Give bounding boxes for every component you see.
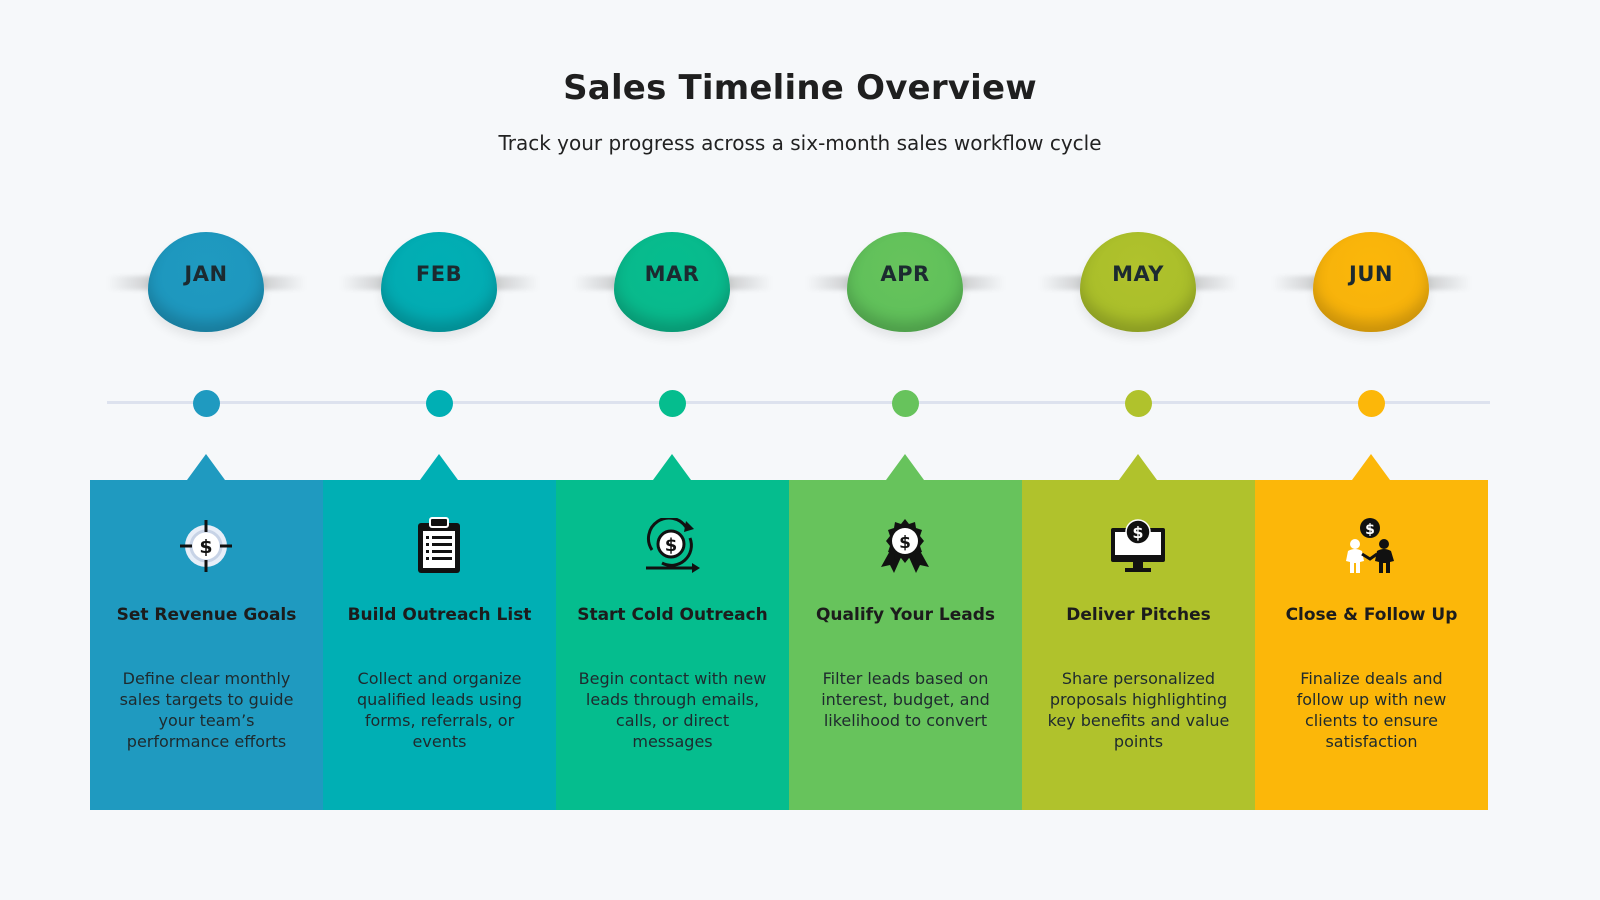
month-label: FEB xyxy=(415,262,463,286)
stage-may: MAY $ Deliver Pitches Share personalized… xyxy=(1022,0,1255,900)
timeline-dot xyxy=(892,390,919,417)
stage-jan: JAN $ Set Revenue Goals Define clear mon… xyxy=(90,0,323,900)
card-pointer xyxy=(653,454,691,480)
stage-heading: Start Cold Outreach xyxy=(577,605,768,625)
page-subtitle: Track your progress across a six-month s… xyxy=(498,131,1102,155)
month-label: APR xyxy=(880,262,930,286)
stage-description: Share personalized proposals highlightin… xyxy=(1047,669,1230,751)
month-label: MAR xyxy=(644,262,700,286)
month-badge: MAY xyxy=(1080,232,1196,332)
month-badge: MAR xyxy=(614,232,730,332)
stage-description: Begin contact with new leads through ema… xyxy=(578,669,767,751)
timeline-dot xyxy=(426,390,453,417)
svg-text:$: $ xyxy=(1365,522,1375,538)
svg-text:$: $ xyxy=(665,535,678,556)
stage-description: Define clear monthly sales targets to gu… xyxy=(119,669,294,751)
month-badge: APR xyxy=(847,232,963,332)
card-pointer xyxy=(420,454,458,480)
clipboard-list-icon xyxy=(409,516,469,576)
month-badge: JAN xyxy=(148,232,264,332)
stage-jun: JUN $ Close & Follow Up Finalize deals a… xyxy=(1255,0,1488,900)
stage-description: Finalize deals and follow up with new cl… xyxy=(1296,669,1447,751)
timeline-dot xyxy=(1358,390,1385,417)
stage-feb: FEB Build Outreach List Collect and orga… xyxy=(323,0,556,900)
timeline-line xyxy=(107,401,1490,404)
stage-card: $ Close & Follow Up Finalize deals and f… xyxy=(1255,480,1488,810)
stage-heading: Qualify Your Leads xyxy=(815,605,996,625)
svg-text:$: $ xyxy=(899,533,911,553)
svg-text:$: $ xyxy=(1132,523,1143,542)
dollar-cycle-icon: $ xyxy=(642,516,702,576)
timeline-dot xyxy=(193,390,220,417)
target-dollar-icon: $ xyxy=(176,516,236,576)
stage-card: Build Outreach List Collect and organize… xyxy=(323,480,556,810)
stage-heading: Deliver Pitches xyxy=(1066,605,1211,625)
month-badge: FEB xyxy=(381,232,497,332)
stage-card: $ Set Revenue Goals Define clear monthly… xyxy=(90,480,323,810)
stage-mar: MAR $ Start Cold Outreach Begin contact … xyxy=(556,0,789,900)
stage-heading: Close & Follow Up xyxy=(1285,605,1458,625)
month-label: JUN xyxy=(1349,262,1393,286)
monitor-dollar-icon: $ xyxy=(1108,516,1168,576)
stage-card: $ Start Cold Outreach Begin contact with… xyxy=(556,480,789,810)
svg-text:$: $ xyxy=(199,536,212,558)
month-badge: JUN xyxy=(1313,232,1429,332)
stage-description: Filter leads based on interest, budget, … xyxy=(821,669,990,730)
stage-heading: Set Revenue Goals xyxy=(116,605,297,625)
stage-heading: Build Outreach List xyxy=(347,605,532,625)
stage-description: Collect and organize qualified leads usi… xyxy=(356,669,523,751)
award-badge-icon: $ xyxy=(875,516,935,576)
card-pointer xyxy=(1119,454,1157,480)
stage-card: $ Deliver Pitches Share personalized pro… xyxy=(1022,480,1255,810)
timeline-dot xyxy=(1125,390,1152,417)
card-pointer xyxy=(187,454,225,480)
page-title: Sales Timeline Overview xyxy=(563,68,1037,108)
month-label: JAN xyxy=(184,262,228,286)
stage-card: $ Qualify Your Leads Filter leads based … xyxy=(789,480,1022,810)
card-pointer xyxy=(1352,454,1390,480)
timeline-dot xyxy=(659,390,686,417)
handshake-dollar-icon: $ xyxy=(1341,516,1401,576)
card-pointer xyxy=(886,454,924,480)
stage-apr: APR $ Qualify Your Leads Filter leads ba… xyxy=(789,0,1022,900)
month-label: MAY xyxy=(1112,262,1164,286)
